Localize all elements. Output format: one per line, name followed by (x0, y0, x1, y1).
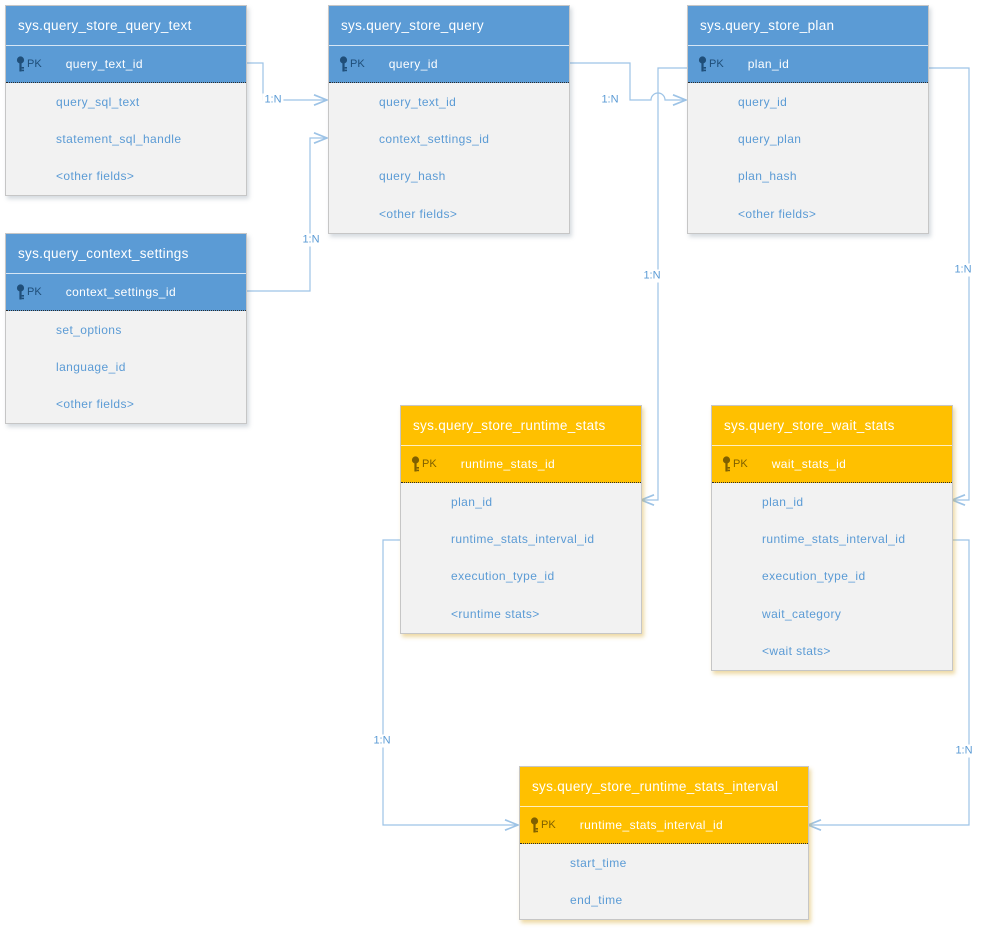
pk-field-name: runtime_stats_id (460, 457, 556, 471)
field-row: runtime_stats_interval_id (762, 532, 906, 547)
connector-waitstats-to-interval[interactable] (808, 539, 970, 825)
relationship-label: 1:N (952, 263, 974, 277)
field-row: <other fields> (738, 206, 817, 221)
pk-badge: PK (709, 58, 724, 70)
entity-fields: plan_id runtime_stats_interval_id execut… (401, 483, 641, 633)
pk-badge: PK (422, 458, 437, 470)
field-row: start_time (570, 855, 627, 870)
entity-title: sys.query_store_query_text (6, 6, 246, 45)
entity-fields: start_time end_time (520, 844, 808, 919)
field-row: context_settings_id (379, 132, 490, 147)
pk-row: PK query_text_id (6, 45, 246, 83)
pk-field-name: plan_id (747, 57, 790, 71)
field-row: <other fields> (56, 169, 135, 184)
field-row: plan_id (762, 494, 804, 509)
pk-row: PK runtime_stats_interval_id (520, 806, 808, 844)
field-row: plan_id (451, 494, 493, 509)
entity-query-store-wait-stats[interactable]: sys.query_store_wait_stats PK wait_stats… (711, 405, 953, 671)
key-icon (410, 455, 421, 473)
pk-row: PK context_settings_id (6, 273, 246, 311)
relationship-label: 1:N (641, 269, 663, 283)
entity-query-store-plan[interactable]: sys.query_store_plan PK plan_id query_id… (687, 5, 929, 234)
key-icon (529, 816, 540, 834)
entity-query-context-settings[interactable]: sys.query_context_settings PK context_se… (5, 233, 247, 425)
connector-query-to-plan[interactable] (568, 62, 686, 100)
relationship-label: 1:N (599, 93, 621, 107)
field-row: query_text_id (379, 94, 457, 109)
pk-row: PK plan_id (688, 45, 928, 83)
entity-query-store-query[interactable]: sys.query_store_query PK query_id query_… (328, 5, 570, 234)
pk-badge: PK (350, 58, 365, 70)
pk-field-name: query_id (388, 57, 438, 71)
key-icon (338, 55, 349, 73)
field-row: query_plan (738, 132, 802, 147)
field-row: <other fields> (56, 397, 135, 412)
pk-badge: PK (541, 819, 556, 831)
field-row: set_options (56, 322, 122, 337)
pk-field-name: runtime_stats_interval_id (579, 818, 724, 832)
connector-querytext-to-query[interactable] (245, 62, 327, 100)
key-icon (697, 55, 708, 73)
pk-badge: PK (27, 286, 42, 298)
pk-field-name: wait_stats_id (771, 457, 847, 471)
field-row: query_hash (379, 169, 446, 184)
entity-query-store-runtime-stats-interval[interactable]: sys.query_store_runtime_stats_interval P… (519, 766, 809, 920)
relationship-label: 1:N (953, 744, 975, 758)
pk-badge: PK (27, 58, 42, 70)
field-row: execution_type_id (451, 569, 555, 584)
field-row: query_sql_text (56, 94, 140, 109)
entity-title: sys.query_store_query (329, 6, 569, 45)
relationship-label: 1:N (300, 233, 322, 247)
pk-row: PK wait_stats_id (712, 445, 952, 483)
pk-field-name: context_settings_id (65, 285, 177, 299)
key-icon (15, 283, 26, 301)
entity-title: sys.query_store_runtime_stats (401, 406, 641, 445)
relationship-label: 1:N (262, 93, 284, 107)
entity-title: sys.query_store_plan (688, 6, 928, 45)
field-row: <wait stats> (762, 644, 831, 659)
pk-row: PK runtime_stats_id (401, 445, 641, 483)
entity-fields: plan_id runtime_stats_interval_id execut… (712, 483, 952, 670)
connector-runtimestats-to-interval[interactable] (382, 539, 518, 825)
entity-query-store-query-text[interactable]: sys.query_store_query_text PK query_text… (5, 5, 247, 197)
field-row: runtime_stats_interval_id (451, 532, 595, 547)
field-row: wait_category (762, 606, 842, 621)
field-row: statement_sql_handle (56, 132, 182, 147)
field-row: end_time (570, 893, 623, 908)
entity-fields: set_options language_id <other fields> (6, 311, 246, 424)
pk-row: PK query_id (329, 45, 569, 83)
entity-title: sys.query_store_wait_stats (712, 406, 952, 445)
entity-title: sys.query_store_runtime_stats_interval (520, 767, 808, 806)
connector-plan-to-waitstats[interactable] (927, 67, 970, 500)
entity-fields: query_id query_plan plan_hash <other fie… (688, 83, 928, 233)
pk-field-name: query_text_id (65, 57, 143, 71)
entity-query-store-runtime-stats[interactable]: sys.query_store_runtime_stats PK runtime… (400, 405, 642, 634)
field-row: <runtime stats> (451, 606, 540, 621)
field-row: query_id (738, 94, 788, 109)
field-row: plan_hash (738, 169, 797, 184)
connector-plan-to-runtimestats[interactable] (641, 67, 687, 500)
entity-fields: query_text_id context_settings_id query_… (329, 83, 569, 233)
entity-fields: query_sql_text statement_sql_handle <oth… (6, 83, 246, 196)
field-row: <other fields> (379, 206, 458, 221)
relationship-label: 1:N (371, 734, 393, 748)
key-icon (15, 55, 26, 73)
pk-badge: PK (733, 458, 748, 470)
field-row: execution_type_id (762, 569, 866, 584)
key-icon (721, 455, 732, 473)
connector-contextsettings-to-query[interactable] (245, 138, 327, 292)
entity-title: sys.query_context_settings (6, 234, 246, 273)
field-row: language_id (56, 360, 126, 375)
